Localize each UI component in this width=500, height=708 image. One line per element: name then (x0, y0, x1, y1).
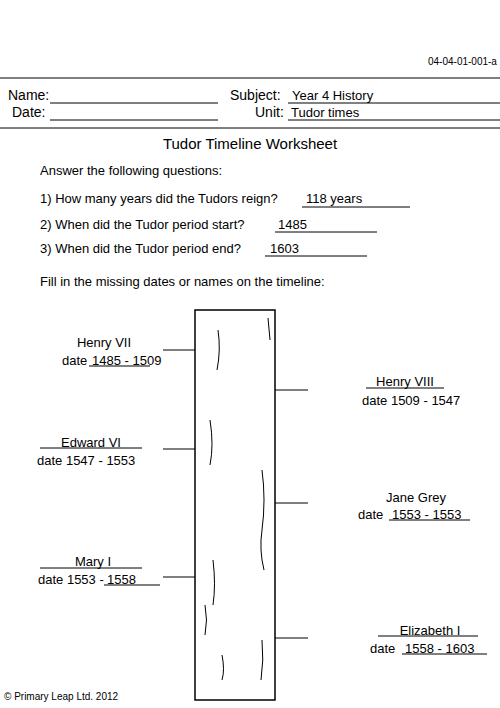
monarch-name: Edward VI (61, 436, 121, 449)
answer-line (288, 120, 500, 121)
monarch-name: Henry VII (77, 336, 131, 349)
wood-grain (217, 330, 219, 370)
answer-line (302, 207, 410, 208)
answer-line (50, 120, 218, 121)
header-rule (0, 128, 500, 129)
leader-line (163, 577, 195, 578)
instruction: Fill in the missing dates or names on th… (40, 275, 325, 288)
reign-dates: 1553 - 1553 (392, 508, 461, 521)
copyright-note: © Primary Leap Ltd. 2012 (4, 692, 118, 702)
reign-dates: 1558 (107, 573, 136, 586)
date-label: date (358, 508, 383, 521)
worksheet-title: Tudor Timeline Worksheet (163, 136, 337, 151)
answer-line (50, 103, 218, 104)
instruction: Answer the following questions: (40, 164, 222, 177)
field-label: Unit: (255, 105, 284, 119)
wood-grain (205, 605, 207, 635)
reign-dates: 1485 - 1509 (92, 354, 161, 367)
date-label: date (370, 642, 395, 655)
answer-line (265, 256, 367, 257)
monarch-name: Jane Grey (386, 491, 446, 504)
wood-grain (268, 318, 270, 340)
question: 2) When did the Tudor period start? (40, 218, 245, 231)
leader-line (275, 390, 308, 391)
timeline-plank (195, 310, 275, 700)
answer-line (288, 103, 500, 104)
wood-grain (261, 470, 264, 570)
leader-line (275, 503, 308, 504)
wood-grain (222, 655, 224, 680)
document-code: 04-04-01-001-a (428, 57, 497, 67)
leader-line (163, 449, 195, 450)
leader-line (163, 350, 195, 351)
answer: 1603 (270, 242, 299, 255)
field-label: Name: (8, 88, 49, 102)
wood-grain (210, 420, 212, 465)
date-label: date (62, 354, 87, 367)
question: 3) When did the Tudor period end? (40, 242, 241, 255)
monarch-name: Mary I (75, 555, 111, 568)
wood-grain (261, 640, 263, 680)
leader-line (275, 638, 308, 639)
field-value: Year 4 History (292, 89, 373, 102)
field-label: Date: (12, 105, 45, 119)
header-rule (0, 78, 500, 79)
field-value: Tudor times (291, 106, 359, 119)
monarch-name: Elizabeth I (400, 624, 461, 637)
question: 1) How many years did the Tudors reign? (40, 192, 278, 205)
answer: 118 years (306, 192, 362, 205)
date-label: date 1509 - 1547 (362, 394, 460, 407)
monarch-name: Henry VIII (376, 375, 434, 388)
wood-grain (213, 560, 215, 605)
date-label: date 1553 - (38, 573, 104, 586)
field-label: Subject: (230, 88, 281, 102)
answer: 1485 (278, 218, 307, 231)
reign-dates: 1558 - 1603 (405, 642, 474, 655)
date-label: date 1547 - 1553 (37, 454, 135, 467)
answer-line (275, 232, 377, 233)
